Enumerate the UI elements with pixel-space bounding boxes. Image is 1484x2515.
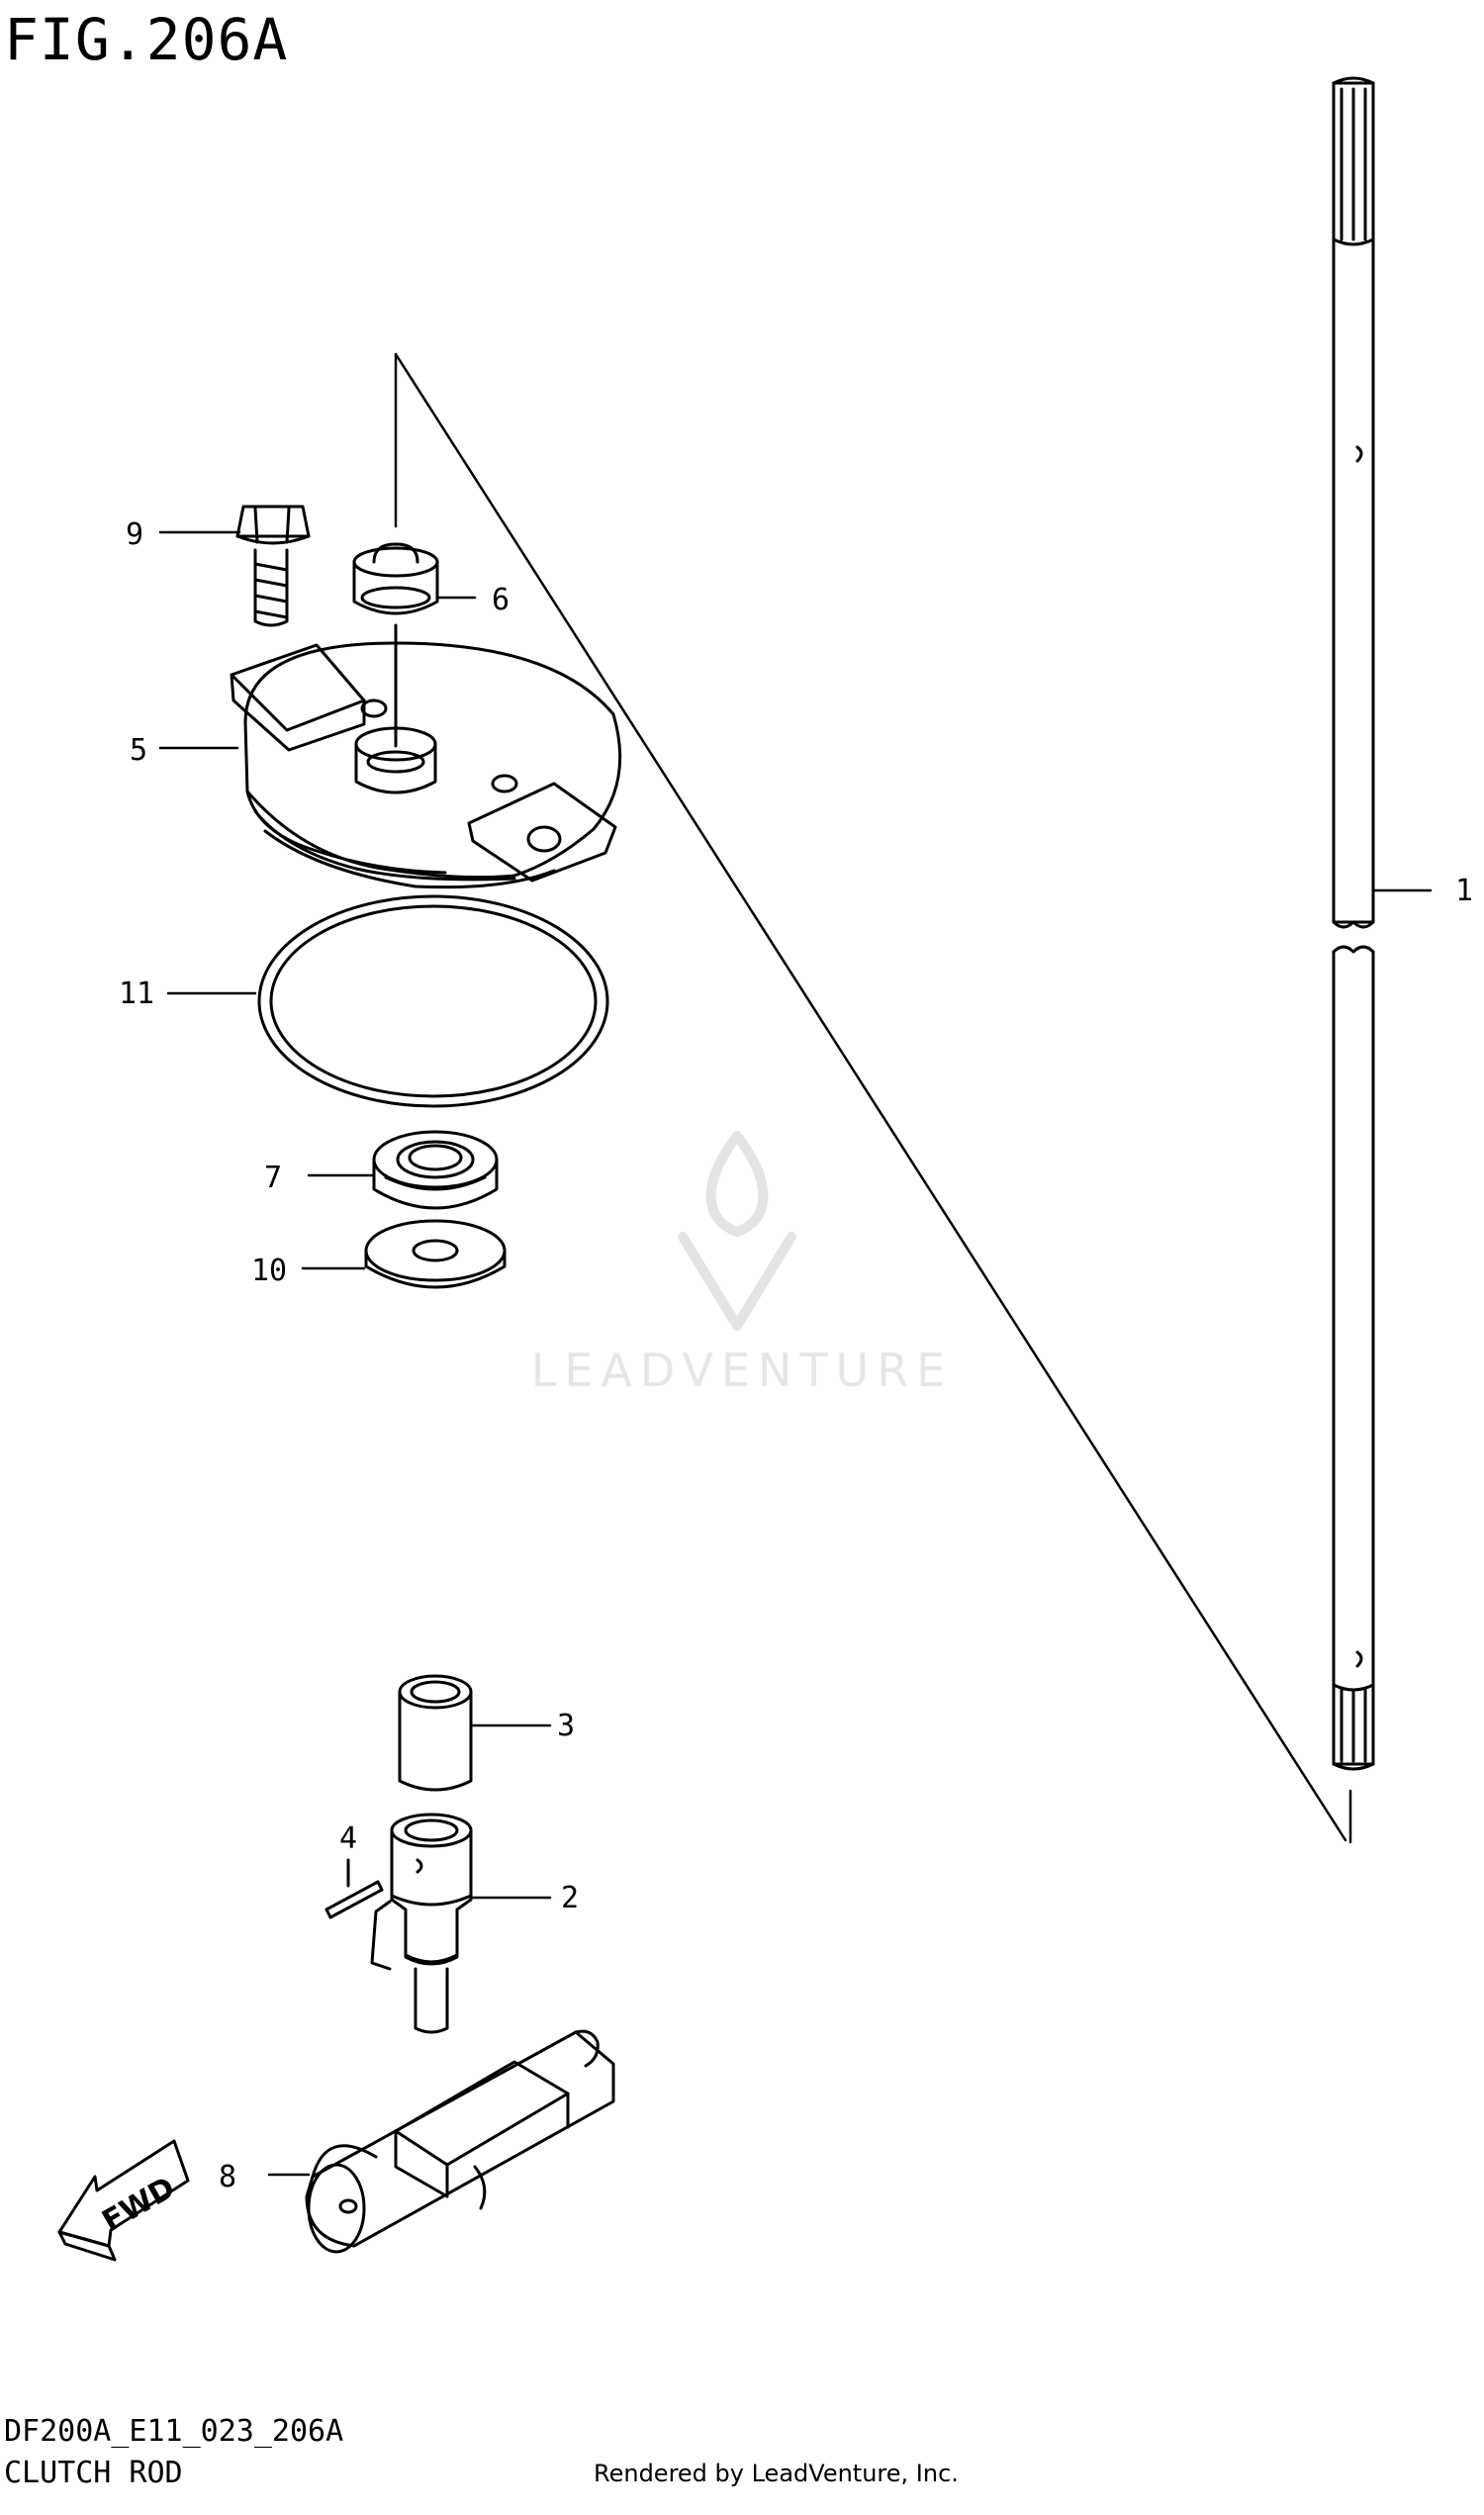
clutch-rod: [1332, 76, 1375, 1771]
shift-slider: [305, 2029, 615, 2254]
washer: [364, 1219, 507, 1289]
callout-1: 1: [1455, 874, 1473, 908]
callout-3: 3: [557, 1709, 575, 1743]
cover-plate: [230, 623, 622, 889]
fwd-arrow-icon: [57, 2139, 190, 2262]
callout-2: 2: [561, 1881, 579, 1915]
watermark-logo-icon: [678, 1131, 796, 1331]
grommet: [352, 542, 439, 615]
callout-6: 6: [492, 583, 510, 617]
callout-4: 4: [339, 1821, 357, 1856]
watermark: LEADVENTURE: [530, 1344, 954, 1397]
reference-line: [394, 352, 1352, 1844]
bushing: [398, 1674, 473, 1792]
callout-9: 9: [126, 517, 143, 552]
pin: [325, 1858, 384, 1919]
bolt: [235, 505, 311, 627]
figure-caption: CLUTCH ROD: [4, 2456, 183, 2490]
callout-5: 5: [130, 733, 147, 768]
figure-title: FIG.206A: [4, 6, 289, 73]
fwd-label: FWD: [97, 2171, 181, 2240]
callout-8: 8: [219, 2160, 236, 2194]
rendered-by-credit: Rendered by LeadVenture, Inc.: [594, 2460, 959, 2487]
callout-11: 11: [119, 977, 154, 1011]
figure-code: DF200A_E11_023_206A: [4, 2414, 344, 2449]
callout-7: 7: [264, 1161, 282, 1195]
o-ring: [257, 894, 609, 1108]
callout-10: 10: [251, 1254, 287, 1288]
clutch-shaft-end: [370, 1813, 473, 2034]
oil-seal: [372, 1130, 499, 1210]
